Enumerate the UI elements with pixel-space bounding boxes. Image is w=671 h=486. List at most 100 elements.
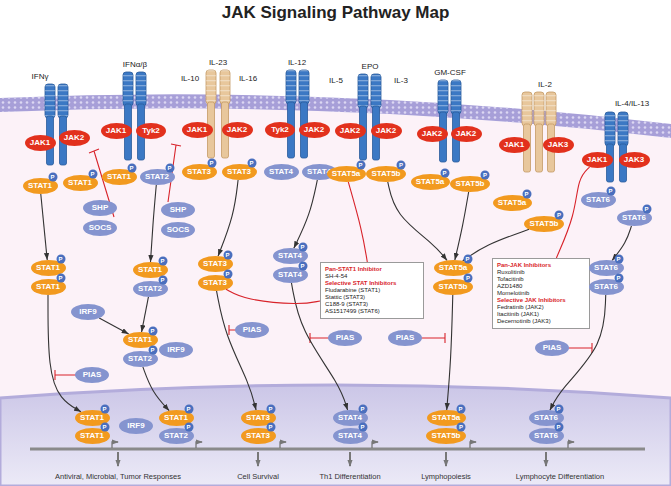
jak-oval: JAK1: [582, 152, 613, 168]
inhibition-marks: [55, 144, 592, 380]
outcome-label: Cell Survival: [237, 472, 279, 481]
node-text: JAK2: [63, 130, 86, 146]
receptor-chain: [206, 70, 216, 104]
phosphate-mark: P: [298, 262, 307, 271]
jak-oval: JAK1: [101, 123, 132, 139]
node-text: JAK1: [105, 123, 128, 139]
node-text: Itacitinib (JAK1): [497, 311, 585, 318]
activation-arrow: [218, 180, 238, 256]
regulator-oval: IRF9: [71, 304, 105, 320]
node-text: Ruxolitinib: [497, 269, 585, 276]
node-text: JAK2: [421, 126, 444, 142]
outcome-label: Lymphocyte Differentiation: [516, 472, 604, 481]
inhibitor-box: Pan-JAK InhibitorsRuxolitinibTofacitinib…: [492, 258, 590, 329]
ligand-label: IL-4/IL-13: [615, 99, 649, 108]
receptor-chain: [58, 84, 68, 118]
activation-arrow: [447, 295, 453, 410]
node-text: Momelotinib: [497, 290, 585, 297]
phosphate-mark: P: [247, 159, 256, 168]
node-text: JAK2: [375, 123, 398, 139]
phosphate-mark: P: [463, 255, 472, 264]
jak-oval: JAK2: [451, 126, 482, 142]
receptor-chain: [522, 92, 532, 126]
phosphate-mark: P: [100, 423, 109, 432]
phosphate-mark: P: [165, 164, 174, 173]
receptor-chain: [451, 80, 461, 114]
jak-oval: JAK1: [25, 135, 56, 151]
receptor-chain: [546, 92, 556, 126]
node-text: SOCS: [87, 220, 113, 236]
receptor-chain: [206, 70, 216, 104]
node-text: Pan-JAK Inhibitors: [497, 262, 585, 269]
receptor-chain: [618, 112, 628, 146]
phosphate-mark: P: [356, 161, 365, 170]
phosphate-mark: P: [88, 170, 97, 179]
phosphate-mark: P: [158, 276, 167, 285]
phosphate-mark: P: [457, 423, 466, 432]
activation-arrow: [99, 318, 128, 334]
activation-arrow: [463, 229, 529, 261]
phosphate-mark: P: [522, 190, 531, 199]
receptor-chain: [220, 70, 230, 104]
receptor-chain: [522, 92, 532, 126]
phosphate-mark: P: [158, 257, 167, 266]
node-text: Decernotinib (JAK3): [497, 318, 585, 325]
receptor-chain: [534, 92, 544, 126]
phosphate-mark: P: [148, 327, 157, 336]
jak-oval: JAK3: [619, 152, 650, 168]
node-text: IRF9: [123, 418, 149, 434]
regulator-oval: SOCS: [161, 222, 195, 238]
node-text: JAK3: [547, 137, 570, 153]
jak-oval: Tyk2: [265, 122, 295, 138]
jak-oval: JAK2: [59, 130, 90, 146]
receptor-chain: [45, 84, 55, 118]
node-text: SH-4-54: [325, 273, 419, 280]
phosphate-mark: P: [266, 423, 275, 432]
jak-oval: JAK2: [222, 122, 253, 138]
phosphate-mark: P: [358, 405, 367, 414]
jak-oval: Tyk2: [136, 123, 166, 139]
node-text: Tyk2: [140, 123, 162, 139]
node-text: JAK2: [339, 123, 362, 139]
activation-arrow: [294, 180, 318, 248]
phosphate-mark: P: [223, 270, 232, 279]
receptor-chain: [371, 74, 381, 108]
ligand-label: IL-3: [394, 76, 408, 85]
receptor-chain: [299, 70, 309, 104]
ligand-label: IL-16: [239, 74, 257, 83]
phosphate-mark: P: [642, 205, 651, 214]
node-text: JAK2: [455, 126, 478, 142]
outcome-label: Lymphopoiesis: [421, 472, 471, 481]
node-text: PIAS: [79, 367, 105, 383]
node-text: JAK1: [503, 137, 526, 153]
node-text: SHP: [87, 200, 113, 216]
node-text: Fludarabine (STAT1): [325, 287, 419, 294]
regulator-oval: IRF9: [159, 342, 193, 358]
jak-oval: JAK2: [371, 123, 402, 139]
node-text: IRF9: [75, 304, 101, 320]
receptor-chain: [58, 84, 68, 118]
membrane-lipids: [0, 94, 671, 138]
node-text: Tyk2: [269, 122, 291, 138]
nucleus: [0, 385, 671, 486]
receptor-chain: [536, 124, 543, 172]
outcome-label: Antiviral, Microbial, Tumor Responses: [55, 472, 181, 481]
ligand-label: IFNγ: [32, 72, 49, 81]
phosphate-mark: P: [464, 274, 473, 283]
activation-arrow: [143, 367, 169, 411]
inhibitor-box: Pan-STAT1 InhibitorSH-4-54Selective STAT…: [320, 262, 424, 319]
receptor-chain: [358, 74, 368, 108]
outcome-label: Th1 Differentiation: [319, 472, 380, 481]
receptor-chain: [605, 112, 615, 146]
ligand-label: EPO: [362, 62, 379, 71]
ligand-label: GM-CSF: [434, 68, 466, 77]
regulator-oval: STAT4: [264, 164, 299, 180]
ligand-label: IFNα/β: [123, 60, 147, 69]
phosphate-mark: P: [148, 346, 157, 355]
regulator-oval: SHP: [161, 202, 195, 218]
jak-oval: JAK2: [417, 126, 448, 142]
receptor-chain: [136, 72, 146, 106]
regulator-oval: PIAS: [235, 322, 269, 338]
receptor-chain: [451, 80, 461, 114]
regulator-oval: PIAS: [535, 340, 569, 356]
